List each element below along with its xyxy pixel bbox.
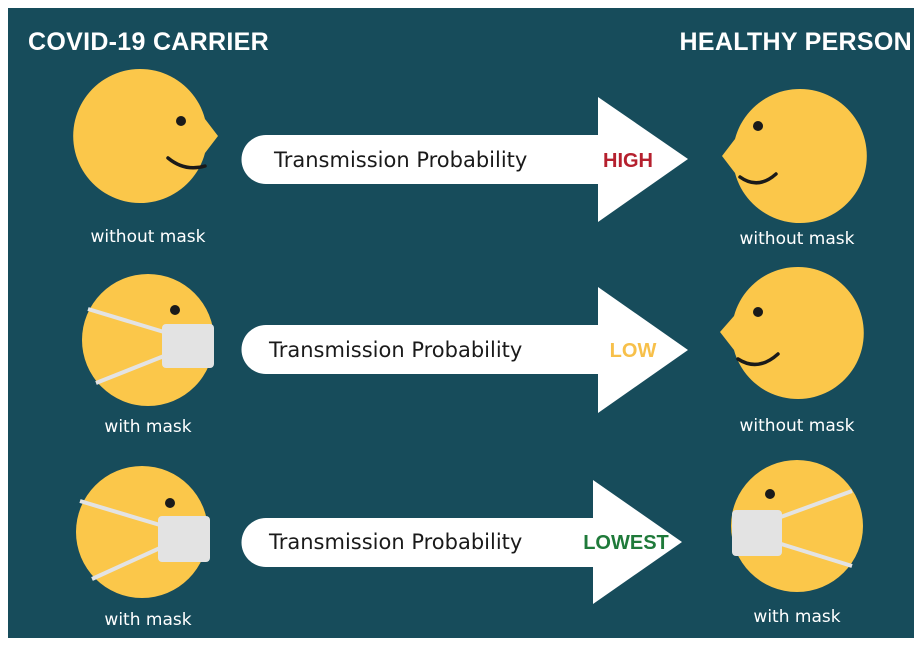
person-face-unmasked-row-1 bbox=[722, 89, 867, 223]
carrier-face-masked-row-3 bbox=[76, 466, 210, 598]
arrow-text-row-1: Transmission Probability bbox=[273, 148, 527, 172]
arrow-row-3 bbox=[241, 480, 682, 604]
person-caption-row-3: with mask bbox=[753, 607, 841, 627]
arrow-text-row-3: Transmission Probability bbox=[268, 530, 522, 554]
arrow-row-1 bbox=[241, 97, 688, 222]
arrow-text-row-2: Transmission Probability bbox=[268, 338, 522, 362]
healthy-heading: HEALTHY PERSON bbox=[679, 28, 912, 56]
carrier-caption-row-1: without mask bbox=[90, 227, 206, 247]
level-label-low: LOW bbox=[610, 340, 657, 362]
person-caption-row-2: without mask bbox=[739, 416, 855, 436]
arrow-row-2 bbox=[241, 287, 688, 413]
person-face-masked-row-3 bbox=[731, 460, 863, 592]
level-label-high: HIGH bbox=[603, 150, 653, 172]
carrier-caption-row-2: with mask bbox=[104, 417, 192, 437]
carrier-face-unmasked bbox=[73, 69, 218, 203]
person-face-unmasked-row-2 bbox=[720, 267, 864, 400]
level-label-lowest: LOWEST bbox=[583, 532, 669, 554]
carrier-face-masked-row-2 bbox=[82, 274, 214, 406]
person-caption-row-1: without mask bbox=[739, 229, 855, 249]
carrier-heading: COVID-19 CARRIER bbox=[28, 28, 269, 56]
carrier-caption-row-3: with mask bbox=[104, 610, 192, 630]
